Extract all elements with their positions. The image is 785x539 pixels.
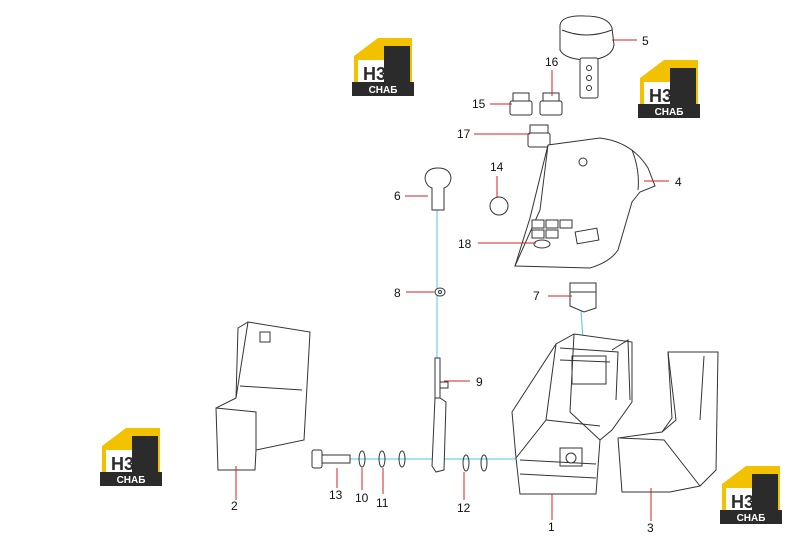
part-15-switch (509, 92, 533, 116)
brand-logo: H3 CHAБ (720, 466, 782, 524)
part-labels: 5 16 15 17 4 14 6 18 7 8 9 2 3 1 13 10 1… (231, 34, 682, 535)
label-part-10: 10 (355, 491, 369, 505)
part-7-bracket (569, 282, 597, 313)
label-part-9: 9 (476, 375, 483, 389)
part-5-knob (559, 15, 615, 99)
label-part-18: 18 (458, 237, 472, 251)
label-part-6: 6 (394, 189, 401, 203)
logo-mark: H3 (649, 86, 672, 106)
part-14-ball (489, 196, 509, 216)
label-part-1: 1 (548, 520, 555, 534)
label-part-12: 12 (457, 501, 471, 515)
label-part-8: 8 (394, 286, 401, 300)
label-part-7: 7 (533, 289, 540, 303)
label-part-13: 13 (329, 488, 343, 502)
logo-mark-left: H3 (363, 64, 386, 84)
part-1-frame (511, 333, 633, 495)
part-8-nut (434, 287, 446, 297)
part-2-left-cover (215, 321, 311, 471)
part-9-lever (431, 357, 449, 473)
part-4-console-cover (514, 137, 656, 269)
part-13-bolt (311, 449, 351, 469)
label-part-17: 17 (457, 127, 471, 141)
logo-text: CHAБ (117, 475, 146, 486)
brand-logo: H3 CHAБ (638, 60, 700, 118)
label-part-15: 15 (472, 97, 486, 111)
logo-mark: H3 (111, 454, 134, 474)
part-3-right-cover (617, 351, 719, 493)
callout-leaders (235, 39, 669, 521)
brand-logo: H3 CHAБ (352, 38, 414, 96)
label-part-14: 14 (490, 160, 504, 174)
label-part-16: 16 (545, 55, 559, 69)
label-part-11: 11 (376, 496, 389, 510)
logo-text: CHAБ (737, 513, 766, 524)
logo-text: CHAБ (369, 85, 398, 96)
logo-mark: H3 (731, 492, 754, 512)
label-part-4: 4 (675, 175, 682, 189)
label-part-5: 5 (642, 34, 649, 48)
part-17-switch (527, 124, 551, 148)
brand-logo: H3 CHAБ (100, 428, 162, 486)
part-11-washer (378, 450, 406, 468)
part-10-washer (358, 450, 366, 468)
label-part-2: 2 (231, 499, 238, 513)
part-12-washer (462, 454, 488, 472)
part-6-lever-knob (424, 167, 452, 211)
logo-text: CHAБ (655, 107, 684, 118)
label-part-3: 3 (647, 521, 654, 535)
part-16-switch (539, 92, 563, 116)
